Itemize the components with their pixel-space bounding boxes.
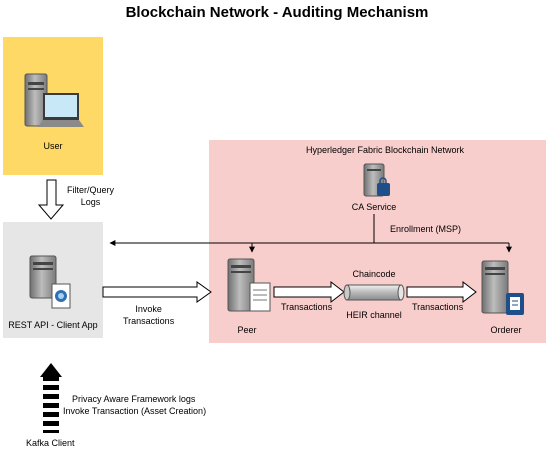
rest-api-server-icon: [29, 255, 71, 309]
orderer-server-icon: [481, 260, 524, 315]
transactions-right-label: Transactions: [412, 302, 464, 312]
filter-query-arrow: [37, 179, 65, 220]
ca-service-label: CA Service: [351, 202, 397, 212]
enrollment-connectors: [109, 214, 512, 253]
kafka-logs-line2: Invoke Transaction (Asset Creation): [63, 406, 207, 416]
chaincode-label: Chaincode: [352, 269, 396, 279]
kafka-logs-line1: Privacy Aware Framework logs: [72, 394, 196, 404]
invoke-transactions-label: Invoke Transactions: [123, 304, 175, 326]
kafka-client-label: Kafka Client: [26, 438, 75, 448]
user-label: User: [43, 141, 63, 151]
heir-channel-label: HEIR channel: [346, 310, 402, 320]
invoke-transactions-arrow: [102, 281, 212, 303]
diagram-title: Blockchain Network - Auditing Mechanism: [125, 4, 429, 21]
heir-channel-pipe: [343, 284, 405, 301]
peer-label: Peer: [237, 325, 257, 335]
network-title: Hyperledger Fabric Blockchain Network: [305, 145, 465, 155]
transactions-arrow-left: [273, 280, 345, 304]
filter-query-logs-label: Filter/Query Logs: [67, 185, 115, 207]
orderer-label: Orderer: [490, 325, 522, 335]
transactions-arrow-right: [406, 280, 477, 304]
kafka-arrow: [40, 363, 62, 433]
user-workstation-icon: [24, 73, 84, 127]
peer-server-icon: [227, 258, 271, 312]
enrollment-label: Enrollment (MSP): [390, 224, 462, 234]
rest-api-label: REST API - Client App: [8, 320, 98, 330]
ca-service-icon: [363, 163, 390, 197]
transactions-left-label: Transactions: [281, 302, 333, 312]
